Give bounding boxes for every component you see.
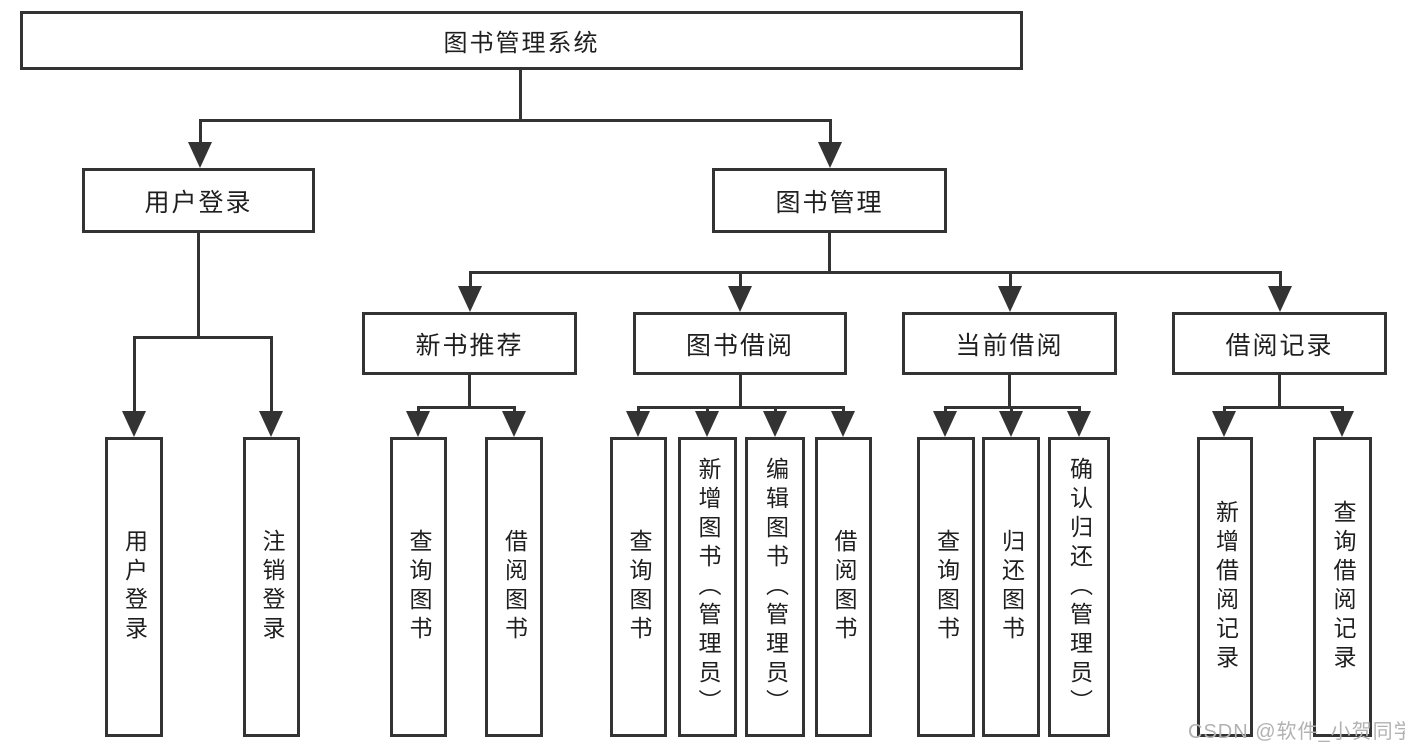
connector-root-splitter (199, 119, 831, 122)
leaf-query-books-3: 查询图书 (917, 437, 975, 737)
arrowhead-icon (998, 286, 1022, 312)
connector-stem (739, 375, 742, 409)
leaf-logout: 注销登录 (243, 437, 300, 737)
connector-shaft (133, 336, 136, 413)
node-label: 用户登录 (144, 188, 253, 217)
arrowhead-icon (1067, 411, 1091, 437)
watermark: CSDN @软件_小贺同学 (1188, 721, 1405, 743)
connector-shaft (1223, 406, 1226, 414)
node-label: 注销登录 (259, 529, 285, 645)
arrowhead-icon (695, 411, 719, 437)
node-label: 图书借阅 (685, 331, 794, 360)
node-label: 图书管理 (775, 188, 884, 217)
leaf-query-books-1: 查询图书 (390, 437, 447, 737)
leaf-edit-books-admin: 编辑图书（管理员） (745, 437, 805, 737)
node-current-borrowing: 当前借阅 (902, 312, 1117, 375)
node-label: 查询图书 (626, 529, 652, 645)
connector-shaft (513, 406, 516, 414)
connector-shaft (842, 406, 845, 414)
arrowhead-icon (933, 411, 957, 437)
connector-splitter (1223, 406, 1344, 409)
connector-shaft (1341, 406, 1344, 414)
arrowhead-icon (763, 411, 787, 437)
arrowhead-icon (728, 286, 752, 312)
leaf-query-borrow-record: 查询借阅记录 (1313, 437, 1372, 737)
connector-root-stem (519, 70, 522, 119)
node-label: 借阅记录 (1225, 331, 1334, 360)
node-label: 编辑图书（管理员） (762, 456, 789, 718)
connector-splitter (133, 336, 273, 339)
node-new-book-recommend: 新书推荐 (362, 312, 577, 375)
connector-stem (1278, 375, 1281, 409)
node-label: 借阅图书 (831, 529, 857, 645)
arrowhead-icon (406, 411, 430, 437)
arrowhead-icon (259, 411, 283, 437)
connector-stem (468, 375, 471, 409)
arrowhead-icon (1268, 286, 1292, 312)
leaf-return-books: 归还图书 (982, 437, 1040, 737)
connector-shaft (637, 406, 640, 414)
connector-stem (828, 233, 831, 274)
node-label: 查询图书 (406, 529, 432, 645)
arrowhead-icon (1330, 411, 1354, 437)
connector-shaft (774, 406, 777, 414)
node-label: 确认归还（管理员） (1066, 456, 1093, 718)
node-book-borrowing: 图书借阅 (633, 312, 847, 375)
connector-shaft (829, 119, 832, 149)
node-label: 新增图书（管理员） (695, 456, 721, 718)
node-label: 图书管理系统 (443, 30, 600, 57)
arrowhead-icon (502, 411, 526, 437)
node-label: 归还图书 (998, 529, 1025, 645)
node-label: 新增借阅记录 (1212, 500, 1239, 674)
node-label: 借阅图书 (501, 529, 528, 645)
node-label: 查询借阅记录 (1330, 500, 1356, 674)
connector-shaft (199, 119, 202, 149)
leaf-borrow-books-2: 借阅图书 (815, 437, 872, 737)
arrowhead-icon (122, 411, 146, 437)
arrowhead-icon (188, 142, 212, 168)
connector-shaft (1078, 406, 1081, 414)
node-label: 当前借阅 (955, 331, 1064, 360)
connector-shaft (469, 271, 472, 288)
arrowhead-icon (458, 286, 482, 312)
leaf-borrow-books-1: 借阅图书 (485, 437, 543, 737)
node-label: 用户登录 (121, 529, 148, 645)
leaf-add-books-admin: 新增图书（管理员） (678, 437, 737, 737)
connector-shaft (739, 271, 742, 288)
connector-shaft (1010, 406, 1013, 414)
connector-shaft (1279, 271, 1282, 288)
node-borrowing-records: 借阅记录 (1172, 312, 1387, 375)
connector-splitter (637, 406, 845, 409)
connector-shaft (1009, 271, 1012, 288)
connector-shaft (706, 406, 709, 414)
leaf-user-login: 用户登录 (105, 437, 163, 737)
arrowhead-icon (626, 411, 650, 437)
node-user-login: 用户登录 (82, 168, 315, 233)
connector-splitter (469, 271, 1281, 274)
node-library-system: 图书管理系统 (20, 11, 1023, 70)
arrowhead-icon (1212, 411, 1236, 437)
leaf-confirm-return-admin: 确认归还（管理员） (1048, 437, 1110, 737)
node-book-management: 图书管理 (712, 168, 947, 233)
node-label: 新书推荐 (415, 331, 524, 360)
connector-stem (1008, 375, 1011, 409)
node-label: 查询图书 (933, 529, 960, 645)
arrowhead-icon (818, 142, 842, 168)
connector-shaft (417, 406, 420, 414)
connector-splitter (417, 406, 516, 409)
arrowhead-icon (999, 411, 1023, 437)
connector-shaft (270, 336, 273, 413)
connector-shaft (944, 406, 947, 414)
connector-stem (197, 233, 200, 339)
arrowhead-icon (831, 411, 855, 437)
leaf-add-borrow-record: 新增借阅记录 (1197, 437, 1253, 737)
leaf-query-books-2: 查询图书 (610, 437, 667, 737)
